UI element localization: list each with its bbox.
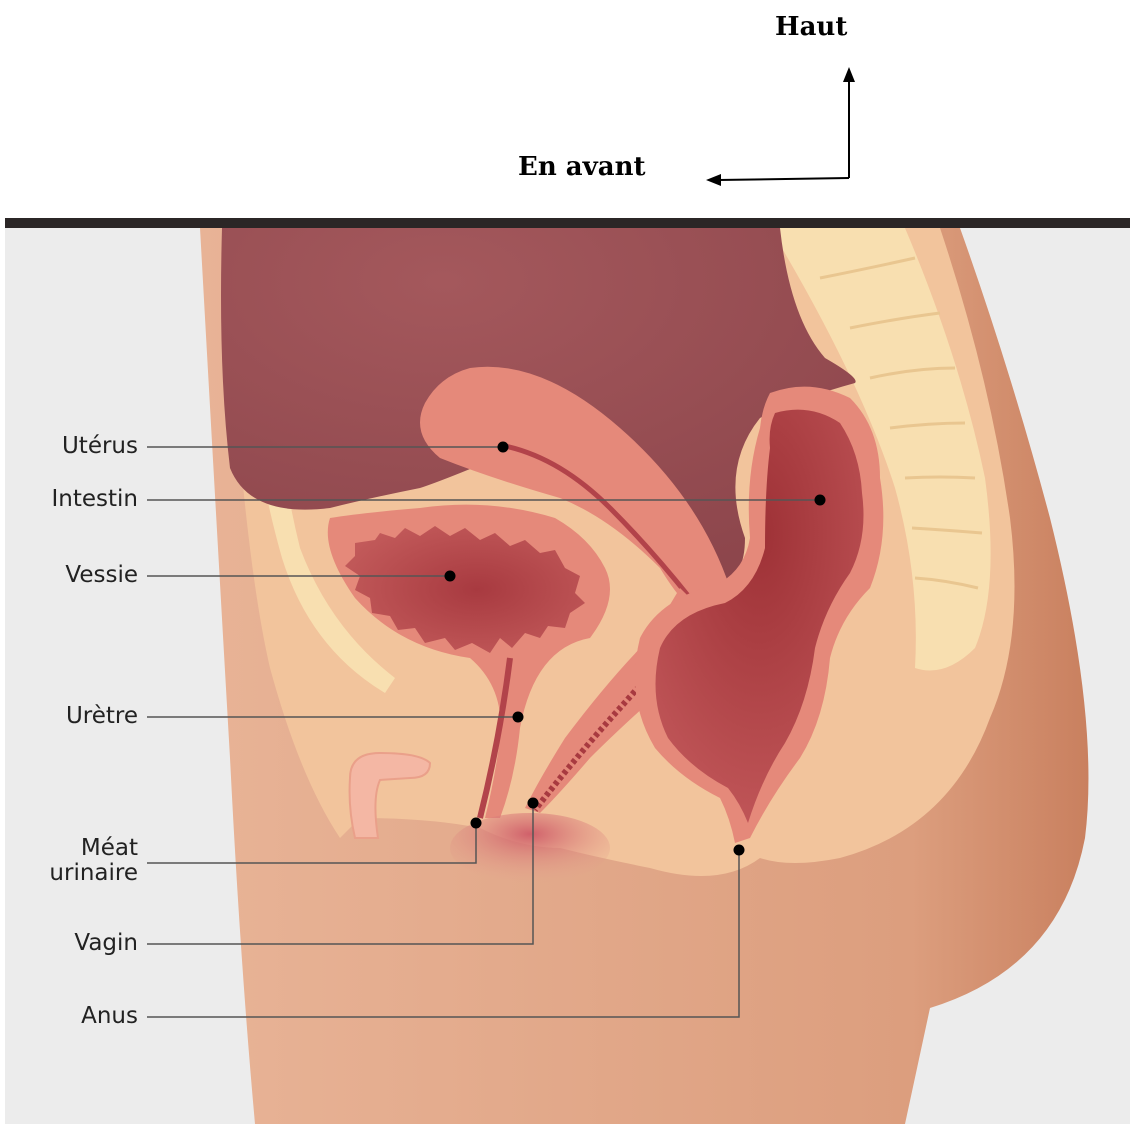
point-uterus [498,442,509,453]
orientation-arrows [0,0,1130,218]
point-anus [734,845,745,856]
label-meat: Méat urinaire [49,836,138,886]
point-vessie [445,571,456,582]
point-intestin [815,495,826,506]
point-uretre [513,712,524,723]
orientation-arrow-up [843,67,855,178]
point-meat [471,818,482,829]
label-uterus: Utérus [62,434,138,459]
label-meat-line1: Méat [49,836,138,861]
orientation-arrow-forward [706,174,849,186]
label-anus: Anus [81,1004,138,1029]
label-vessie: Vessie [65,563,138,588]
label-intestin: Intestin [52,487,139,512]
panel-top-bar [5,218,1130,228]
pelvis-sagittal-diagram [0,218,1130,1124]
label-meat-line2: urinaire [49,861,138,886]
label-vagin: Vagin [74,931,138,956]
label-uretre: Urètre [66,704,138,729]
point-vagin [528,798,539,809]
